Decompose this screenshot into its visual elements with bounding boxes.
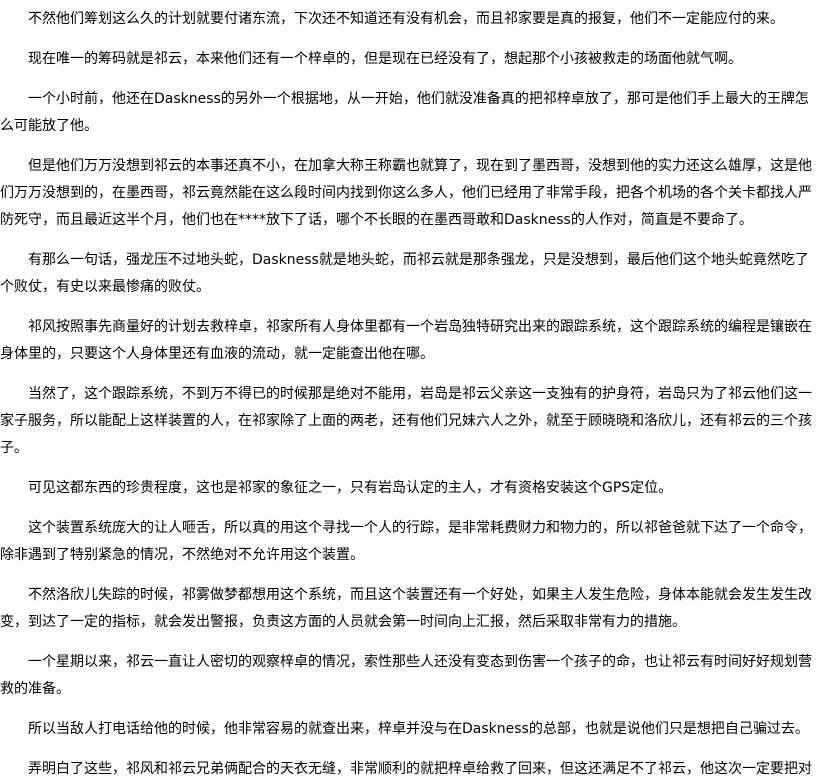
paragraph: 不然他们筹划这么久的计划就要付诸东流，下次还不知道还有没有机会，而且祁家要是真的… (28, 11, 784, 27)
paragraph: 这个装置系统庞大的让人咂舌，所以真的用这个寻找一个人的行踪，是非常耗费财力和物力… (0, 520, 812, 563)
paragraph: 可见这都东西的珍贵程度，这也是祁家的象征之一，只有岩岛认定的主人，才有资格安装这… (28, 480, 673, 496)
paragraph: 当然了，这个跟踪系统，不到万不得已的时候那是绝对不能用，岩岛是祁云父亲这一支独有… (0, 386, 812, 456)
paragraph: 弄明白了这些，祁风和祁云兄弟俩配合的天衣无缝，非常顺利的就把梓卓给救了回来，但这… (28, 761, 812, 777)
paragraph: 一个星期以来，祁云一直让人密切的观察梓卓的情况，索性那些人还没有变态到伤害一个孩… (0, 654, 812, 697)
paragraph: 现在唯一的筹码就是祁云，本来他们还有一个梓卓的，但是现在已经没有了，想起那个小孩… (28, 51, 742, 67)
paragraph: 一个小时前，他还在Daskness的另外一个根据地，从一开始，他们就没准备真的把… (0, 91, 809, 134)
article-body: 不然他们筹划这么久的计划就要付诸东流，下次还不知道还有没有机会，而且祁家要是真的… (0, 11, 812, 777)
paragraph: 所以当敌人打电话给他的时候，他非常容易的就查出来，梓卓并没与在Daskness的… (28, 721, 809, 737)
paragraph: 不然洛欣儿失踪的时候，祁雾做梦都想用这个系统，而且这个装置还有一个好处，如果主人… (0, 587, 812, 630)
paragraph: 但是他们万万没想到祁云的本事还真不小，在加拿大称王称霸也就算了，现在到了墨西哥，… (0, 158, 812, 228)
paragraph: 有那么一句话，强龙压不过地头蛇，Daskness就是地头蛇，而祁云就是那条强龙，… (0, 252, 809, 295)
paragraph: 祁风按照事先商量好的计划去救梓卓，祁家所有人身体里都有一个岩岛独特研究出来的跟踪… (0, 319, 812, 362)
